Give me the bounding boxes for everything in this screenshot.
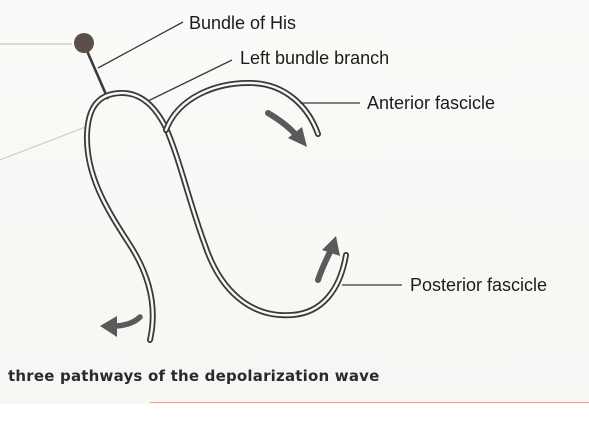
anterior-fascicle-outline xyxy=(166,83,318,134)
page-bottom-margin xyxy=(0,404,589,423)
conduction-pathway-inner xyxy=(87,93,346,340)
conduction-pathway-outline xyxy=(87,93,346,340)
label-left-bundle-branch: Left bundle branch xyxy=(240,48,389,68)
label-bundle-of-his: Bundle of His xyxy=(189,13,296,33)
bundle-of-his-node xyxy=(74,33,94,53)
septal-arrow-shaft xyxy=(114,317,140,326)
bundle-of-his-leader xyxy=(98,22,183,68)
anterior-arrow-shaft xyxy=(268,113,297,136)
anterior-fascicle-inner xyxy=(166,83,318,134)
label-anterior-fascicle: Anterior fascicle xyxy=(367,93,495,113)
edge-leader-line-mid xyxy=(0,126,88,160)
figure-caption: three pathways of the depolarization wav… xyxy=(8,367,380,385)
label-posterior-fascicle: Posterior fascicle xyxy=(410,275,547,295)
septal-arrow-head xyxy=(100,316,117,337)
left-bundle-branch-leader xyxy=(148,60,232,101)
posterior-arrow-shaft xyxy=(318,252,330,280)
posterior-arrow-head xyxy=(322,236,340,256)
caption-divider xyxy=(150,402,589,403)
